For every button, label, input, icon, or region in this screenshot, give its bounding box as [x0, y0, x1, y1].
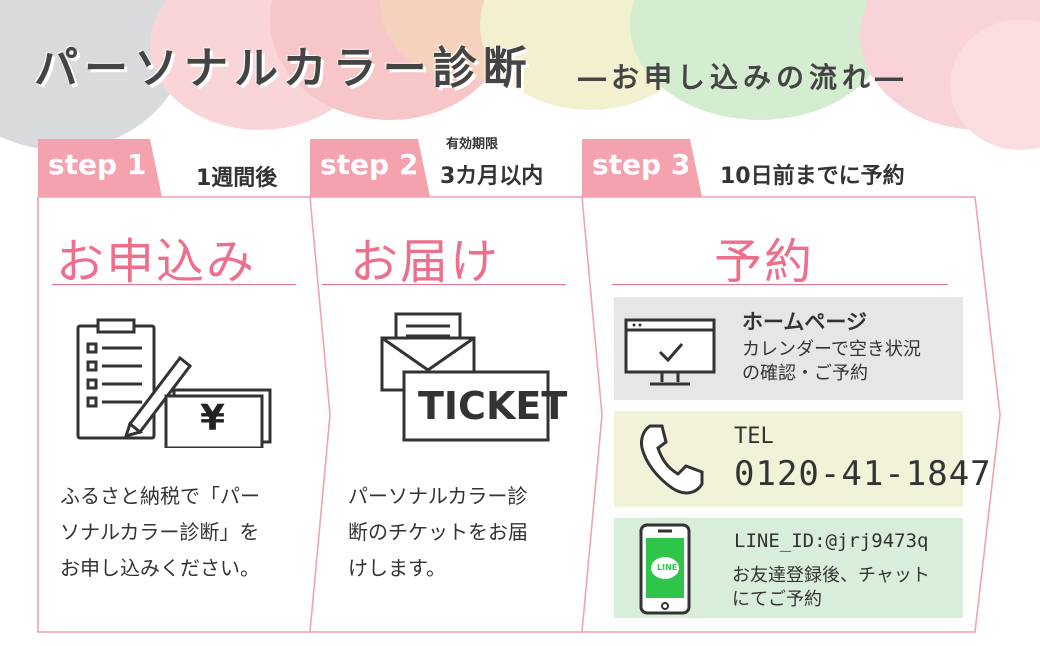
step2-note-top: 有効期限 [446, 137, 499, 152]
phone-icon [640, 424, 704, 495]
frame-step2 [310, 196, 603, 633]
step-tab-2: step 2 [320, 148, 419, 181]
ticket-label: TICKET [418, 384, 568, 428]
step-tab-3: step 3 [592, 148, 691, 181]
tel-number[interactable]: 0120-41-1847 [734, 454, 992, 494]
tel-label: TEL [734, 424, 774, 449]
monitor-icon [624, 318, 716, 386]
delivery-heading-rule [322, 284, 566, 285]
tel-box[interactable] [614, 411, 963, 507]
line-desc: お友達登録後、チャット にてご予約 [732, 565, 930, 610]
delivery-description: パーソナルカラー診 断のチケットをお届 けします。 [348, 484, 528, 580]
step-tab-1: step 1 [48, 148, 147, 181]
step3-note: 10日前までに予約 [720, 164, 905, 189]
frame-step3 [582, 196, 1001, 633]
ticket-icon [402, 370, 550, 442]
page-subtitle: ―お申し込みの流れ― [578, 61, 909, 94]
delivery-heading: お届け [350, 234, 501, 290]
ticket-illustration [380, 312, 550, 442]
line-id[interactable]: LINE_ID:@jrj9473q [734, 530, 929, 552]
step1-note: 1週間後 [196, 166, 278, 191]
homepage-desc: カレンダーで空き状況 の確認・ご予約 [742, 339, 921, 384]
line-badge: LINE [657, 563, 678, 572]
step2-note: 3カ月以内 [440, 164, 544, 189]
application-illustration [76, 318, 272, 448]
reserve-heading-rule [612, 284, 948, 285]
frame-step1 [37, 196, 331, 633]
smartphone-icon [639, 523, 691, 615]
apply-heading: お申込み [56, 234, 257, 290]
apply-description: ふるさと納税で「パー ソナルカラー診断」を お申し込みください。 [60, 484, 260, 580]
yen-card-icon [164, 388, 272, 448]
reserve-heading: 予約 [714, 234, 815, 290]
page-title: パーソナルカラー診断 [34, 43, 533, 94]
homepage-title: ホームページ [742, 310, 867, 334]
apply-heading-rule [52, 284, 296, 285]
yen-symbol: ¥ [200, 398, 226, 439]
clipboard-icon [76, 318, 156, 440]
pencil-icon [123, 355, 193, 439]
